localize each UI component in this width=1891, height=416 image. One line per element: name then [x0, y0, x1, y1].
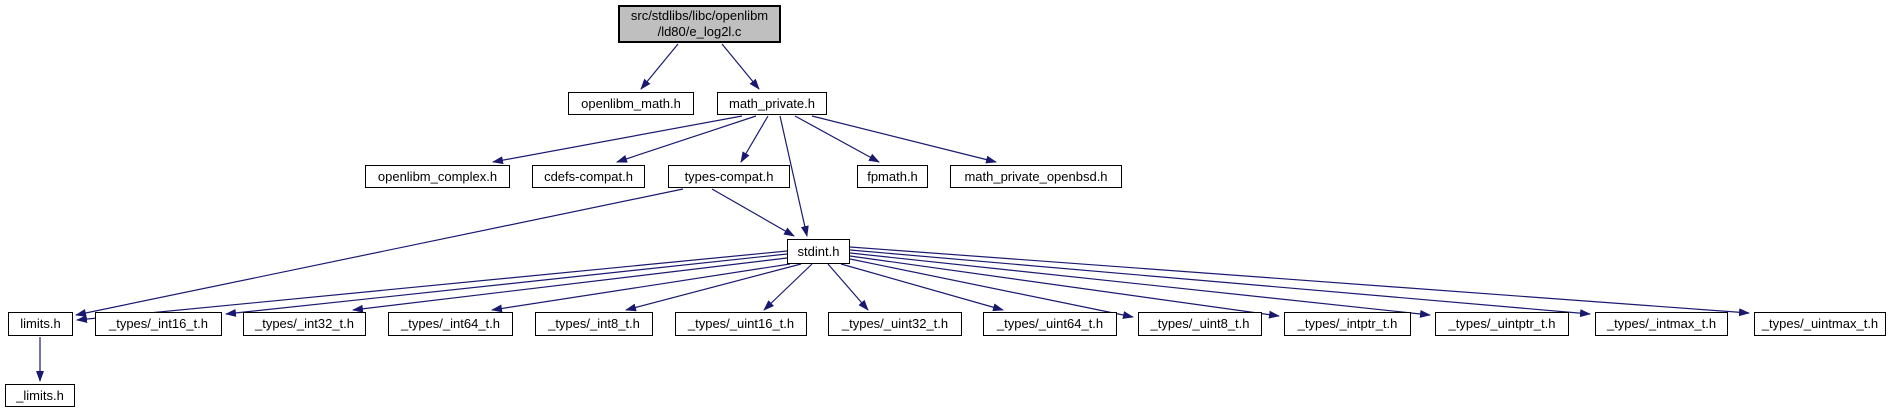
node-types-compat-h[interactable]: types-compat.h	[668, 165, 790, 188]
edge-stdint-h-to-types-uint8-t-h	[849, 258, 1134, 319]
node-limits2-h[interactable]: _limits.h	[5, 384, 75, 407]
node-label: _types/_intmax_t.h	[1606, 316, 1717, 331]
edge-stdint-h-to-limits-h	[76, 250, 788, 324]
node-label: openlibm_complex.h	[377, 168, 498, 184]
node-label: math_private.h	[729, 95, 815, 111]
node-label: _types/_intptr_t.h	[1297, 316, 1398, 331]
node-label: _types/_uint8_t.h	[1150, 316, 1250, 331]
node-types-int32-t-h[interactable]: _types/_int32_t.h	[243, 312, 366, 336]
node-label: _types/_uintptr_t.h	[1448, 316, 1556, 331]
edge-stdint-h-to-types-uint32-t-h	[827, 263, 869, 311]
node-types-uint64-t-h[interactable]: _types/_uint64_t.h	[983, 312, 1117, 336]
edge-stdint-h-to-types-int16-t-h	[225, 253, 788, 317]
edge-stdint-h-to-types-uintptr-t-h	[849, 252, 1431, 318]
node-label: _types/_uintmax_t.h	[1761, 316, 1879, 331]
edge-stdint-h-to-types-intptr-t-h	[849, 255, 1280, 319]
node-limits-h[interactable]: limits.h	[8, 312, 73, 336]
edge-stdint-h-to-types-uint16-t-h	[763, 263, 813, 311]
node-label: math_private_openbsd.h	[964, 168, 1108, 184]
node-label: types-compat.h	[684, 168, 774, 184]
node-cdefs-compat-h[interactable]: cdefs-compat.h	[532, 165, 645, 188]
node-label: fpmath.h	[867, 168, 918, 184]
edge-stdint-h-to-types-int8-t-h	[625, 263, 802, 312]
node-label: src/stdlibs/libc/openlibm	[630, 8, 769, 23]
node-types-uint32-t-h[interactable]: _types/_uint32_t.h	[828, 312, 962, 336]
edge-e-log2l-c-to-math-private-h	[721, 43, 760, 90]
node-label: _types/_int64_t.h	[400, 316, 501, 331]
edge-types-compat-h-to-limits-h	[75, 188, 684, 317]
edge-stdint-h-to-types-int32-t-h	[352, 257, 788, 313]
node-math-private-openbsd-h[interactable]: math_private_openbsd.h	[950, 165, 1122, 188]
node-types-int8-t-h[interactable]: _types/_int8_t.h	[535, 312, 653, 336]
edge-math-private-h-to-fpmath-h	[794, 115, 880, 163]
node-types-intmax-t-h[interactable]: _types/_intmax_t.h	[1595, 312, 1728, 336]
node-label: stdint.h	[797, 243, 840, 259]
node-e-log2l-c: src/stdlibs/libc/openlibm/ld80/e_log2l.c	[618, 5, 781, 43]
node-stdint-h[interactable]: stdint.h	[787, 239, 850, 264]
node-openlibm-math-h[interactable]: openlibm_math.h	[568, 92, 694, 115]
node-types-int16-t-h[interactable]: _types/_int16_t.h	[95, 312, 222, 336]
node-label: _types/_uint16_t.h	[687, 316, 795, 331]
edges	[36, 43, 1750, 382]
node-types-uint16-t-h[interactable]: _types/_uint16_t.h	[675, 312, 807, 336]
node-fpmath-h[interactable]: fpmath.h	[857, 165, 928, 188]
node-label: _types/_int8_t.h	[548, 316, 640, 331]
node-label: _types/_int16_t.h	[108, 316, 209, 331]
edge-math-private-h-to-types-compat-h	[740, 115, 769, 163]
node-openlibm-complex-h[interactable]: openlibm_complex.h	[365, 165, 510, 188]
node-types-intptr-t-h[interactable]: _types/_intptr_t.h	[1284, 312, 1411, 336]
edge-stdint-h-to-types-int64-t-h	[491, 263, 791, 313]
edge-stdint-h-to-types-intmax-t-h	[849, 249, 1591, 318]
node-label: _types/_int32_t.h	[254, 316, 355, 331]
node-types-int64-t-h[interactable]: _types/_int64_t.h	[388, 312, 513, 336]
node-label: _limits.h	[16, 387, 64, 403]
edge-math-private-h-to-openlibm-complex-h	[492, 115, 743, 165]
node-types-uintmax-t-h[interactable]: _types/_uintmax_t.h	[1754, 312, 1886, 336]
edge-stdint-h-to-types-uintmax-t-h	[849, 246, 1750, 317]
node-label: cdefs-compat.h	[544, 168, 633, 184]
edge-math-private-h-to-math-private-openbsd-h	[811, 115, 997, 164]
node-label: _types/_uint64_t.h	[996, 316, 1104, 331]
edge-types-compat-h-to-stdint-h	[711, 188, 795, 237]
edge-stdint-h-to-types-uint64-t-h	[840, 263, 1004, 312]
edge-math-private-h-to-cdefs-compat-h	[616, 115, 757, 163]
edge-math-private-h-to-stdint-h	[779, 115, 809, 237]
node-label: /ld80/e_log2l.c	[657, 24, 742, 39]
node-label: limits.h	[20, 316, 61, 331]
node-types-uintptr-t-h[interactable]: _types/_uintptr_t.h	[1435, 312, 1569, 336]
node-label: _types/_uint32_t.h	[841, 316, 949, 331]
node-label: openlibm_math.h	[581, 95, 681, 111]
node-math-private-h[interactable]: math_private.h	[717, 92, 827, 115]
edge-e-log2l-c-to-openlibm-math-h	[640, 43, 679, 90]
node-types-uint8-t-h[interactable]: _types/_uint8_t.h	[1138, 312, 1262, 336]
